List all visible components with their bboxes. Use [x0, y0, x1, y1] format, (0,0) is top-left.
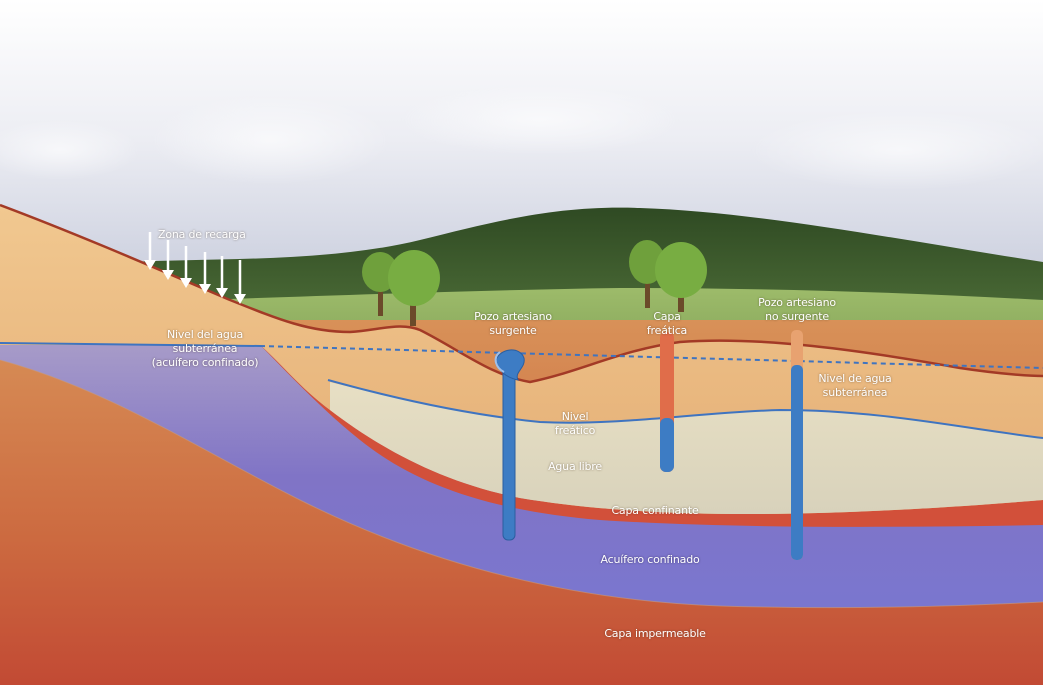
piezometric-line-dashed	[259, 345, 1043, 369]
label-groundwater-level-line1: Nivel de agua	[818, 372, 892, 385]
aquifer-top-boundary	[0, 359, 1043, 609]
label-water-table-layer-line1: Capa	[653, 310, 681, 323]
confined-aquifer-band	[0, 345, 1043, 608]
label-flowing-well-line2: surgente	[489, 324, 537, 337]
label-groundwater-level-line2: subterránea	[822, 386, 888, 399]
label-free-water: Agua libre	[548, 460, 602, 473]
water-table-well	[660, 332, 674, 472]
label-confined-water-level-line1: Nivel del agua	[166, 328, 244, 341]
label-impermeable-layer: Capa impermeable	[604, 627, 706, 640]
label-recharge-zone: Zona de recarga	[158, 228, 246, 241]
confining-layer-band	[260, 345, 1043, 527]
ground-surface-line	[0, 203, 1043, 384]
clouds	[0, 85, 1043, 190]
label-nonflowing-well-line2: no surgente	[765, 310, 829, 323]
trees-left	[362, 250, 440, 326]
label-confined-water-level: Nivel del agua subterránea (acuífero con…	[140, 328, 270, 370]
recharge-arrows	[144, 232, 246, 304]
piezometric-line-solid	[0, 342, 261, 347]
label-confining-layer: Capa confinante	[611, 504, 699, 517]
label-confined-water-level-line3: (acuífero confinado)	[151, 356, 259, 369]
label-water-table-layer: Capa freática	[632, 310, 702, 338]
label-flowing-well-line1: Pozo artesiano	[474, 310, 552, 323]
label-flowing-well: Pozo artesiano surgente	[458, 310, 568, 338]
trees-center	[629, 240, 707, 312]
label-groundwater-level: Nivel de agua subterránea	[805, 372, 905, 400]
water-table-line	[327, 379, 1043, 439]
label-confined-water-level-line2: subterránea	[172, 342, 238, 355]
label-water-table-layer-line2: freática	[646, 324, 688, 337]
label-water-table-line1: Nivel	[561, 410, 589, 423]
flowing-artesian-well	[494, 349, 525, 541]
label-nonflowing-well-line1: Pozo artesiano	[758, 296, 836, 309]
label-water-table: Nivel freático	[540, 410, 610, 438]
nonflowing-artesian-well	[791, 330, 803, 560]
label-nonflowing-well: Pozo artesiano no surgente	[742, 296, 852, 324]
label-water-table-line2: freático	[554, 424, 596, 437]
label-confined-aquifer: Acuífero confinado	[600, 553, 700, 566]
